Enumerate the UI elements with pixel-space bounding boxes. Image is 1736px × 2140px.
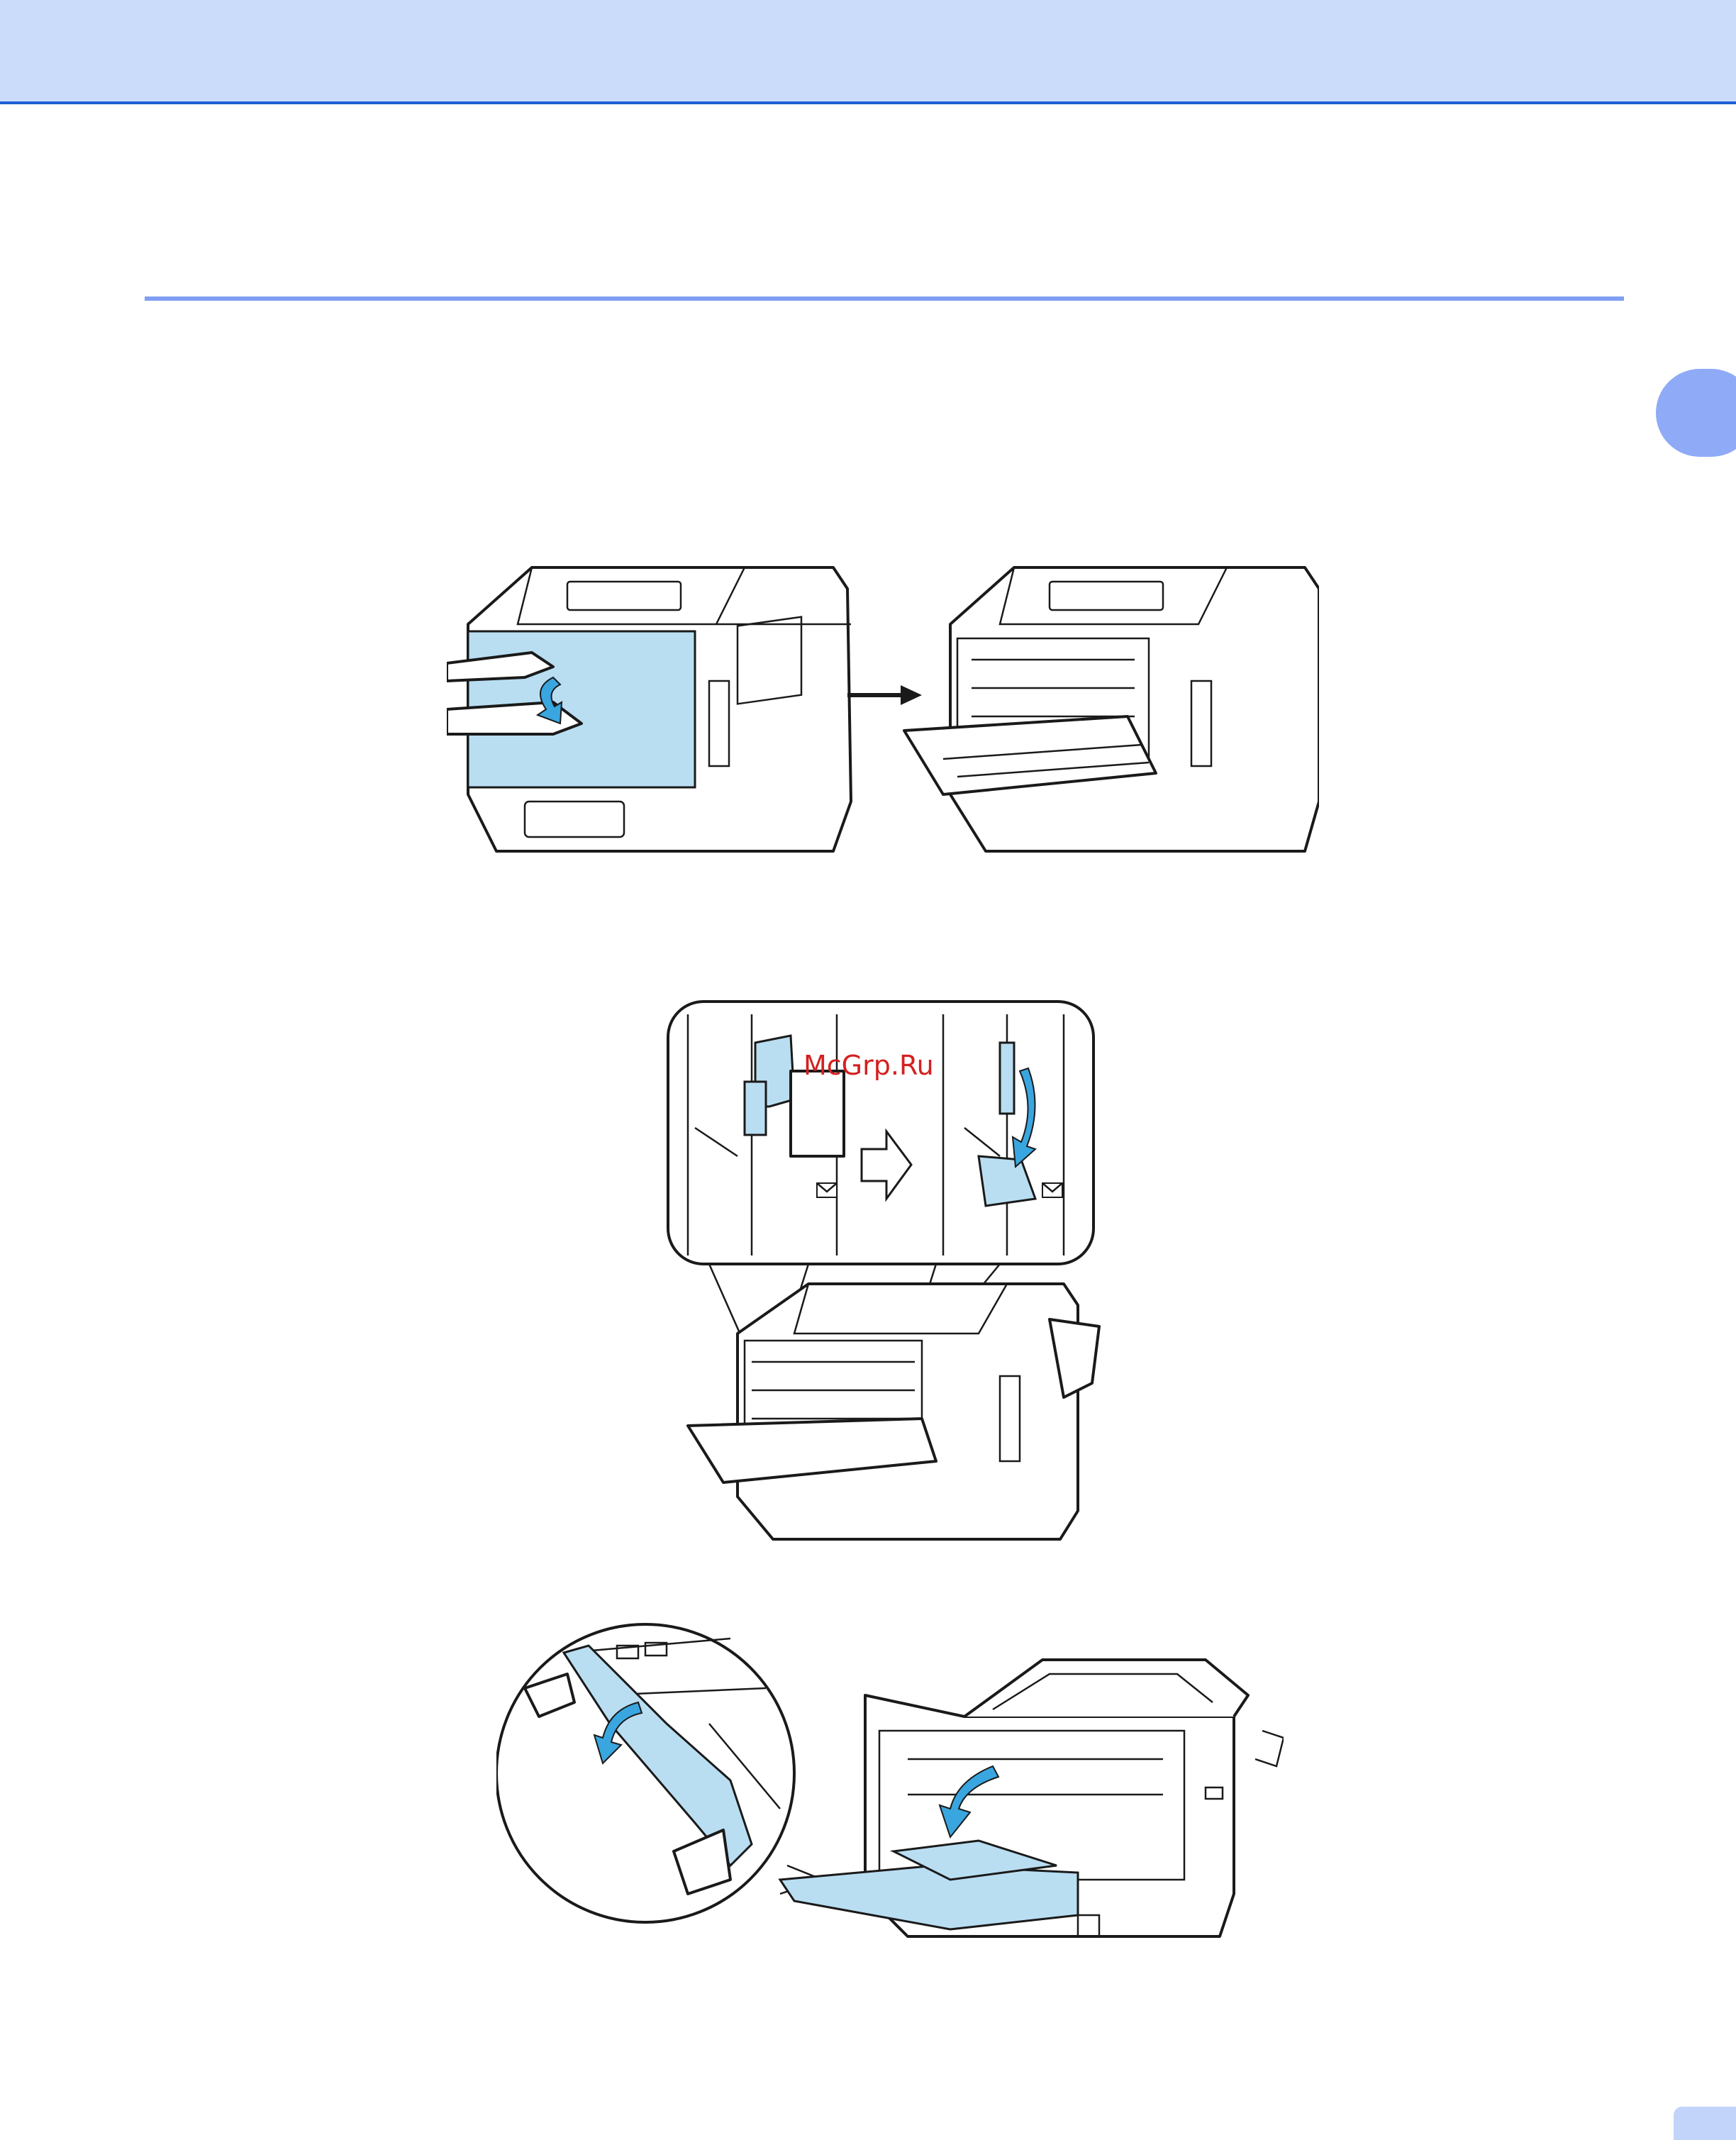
printer-back-open [688,1284,1099,1539]
printer-front-open [780,1660,1284,1936]
printer-back-open [904,567,1319,851]
right-arrow-icon [847,685,922,705]
chapter-tab [1656,369,1736,457]
illustration-open-back-cover [447,546,1319,858]
page-number-tab [1674,2107,1736,2140]
watermark-text: McGrp.Ru [803,1050,934,1081]
header-band [0,0,1736,104]
illustration-envelope-levers [667,1000,1106,1546]
printer-back-closed [447,567,851,851]
illustration-open-mp-tray [496,1596,1284,2085]
section-rule [145,296,1624,301]
